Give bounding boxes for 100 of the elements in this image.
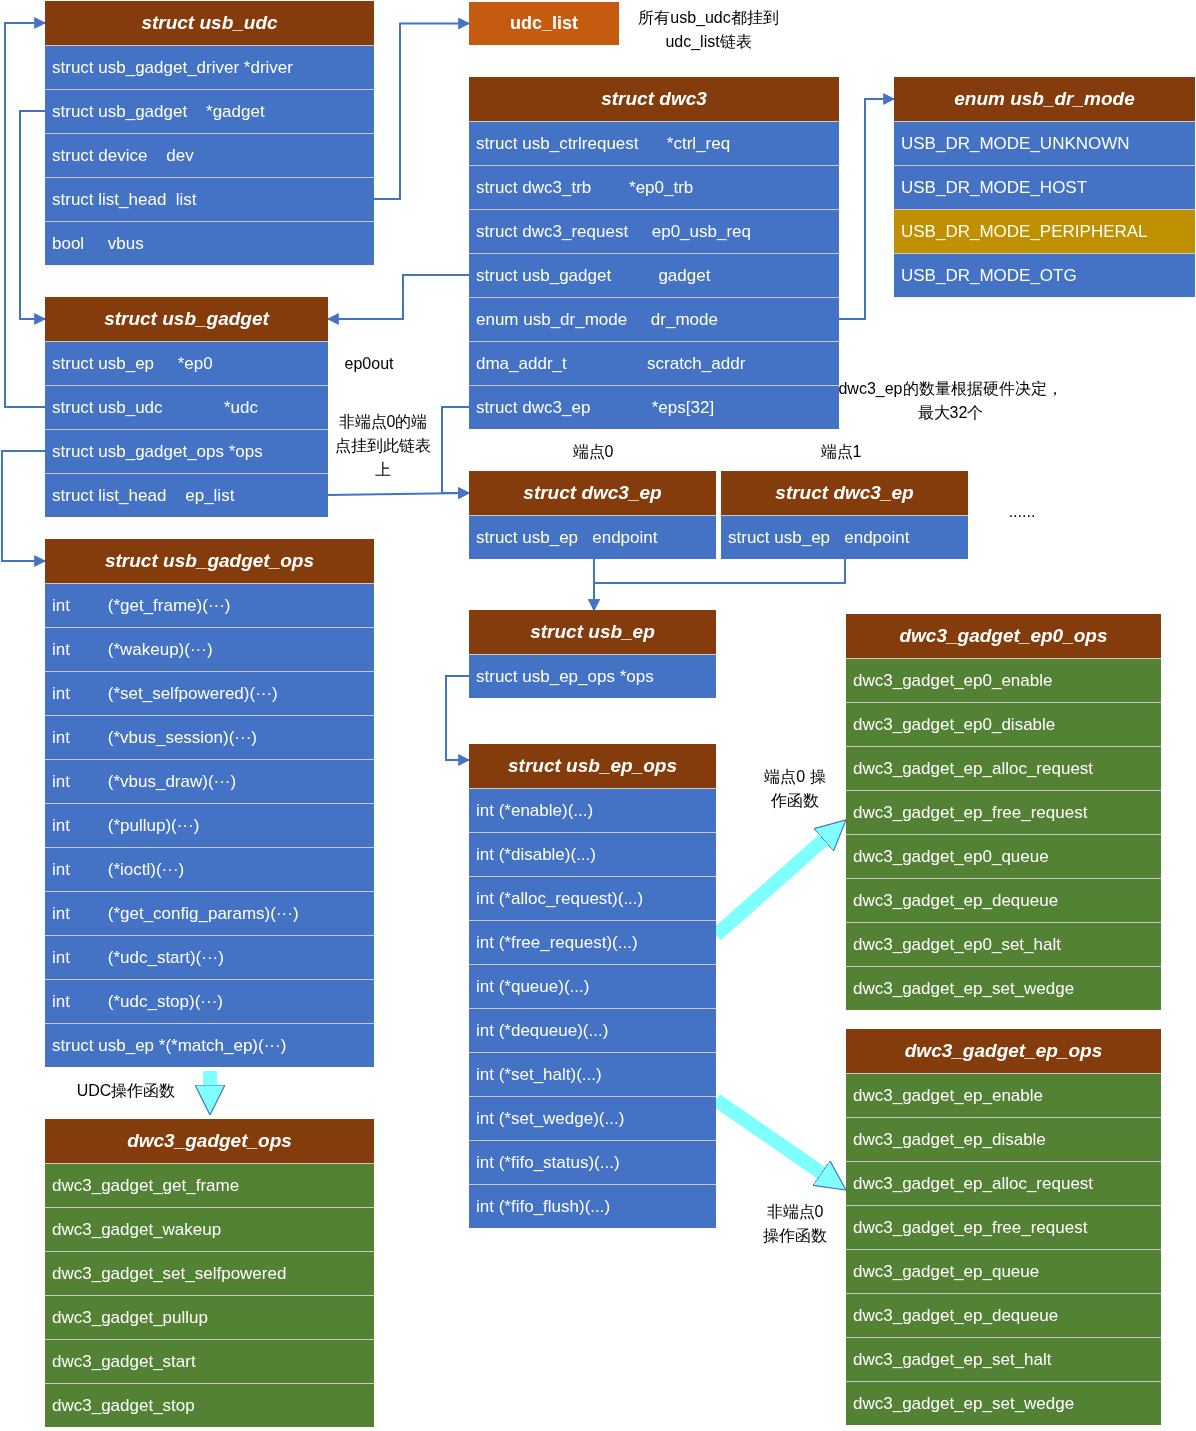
struct-field: int (*vbus_draw)(···) — [45, 759, 374, 803]
table-header: struct dwc3 — [600, 87, 708, 111]
struct-field: struct usb_gadget_driver *driver — [45, 45, 374, 89]
struct-table — [469, 77, 839, 429]
table-header: struct usb_gadget — [103, 307, 271, 331]
struct-field: int (*enable)(...) — [469, 788, 716, 832]
connector-arrow — [19, 110, 47, 325]
struct-field: dwc3_gadget_ep_queue — [846, 1249, 1161, 1293]
struct-field: USB_DR_MODE_OTG — [894, 253, 1195, 297]
struct-field: int (*wakeup)(···) — [45, 627, 374, 671]
struct-field: struct usb_ep_ops *ops — [469, 654, 716, 698]
struct-field: dwc3_gadget_ep0_queue — [846, 834, 1161, 878]
struct-field: int (*get_config_params)(···) — [45, 891, 374, 935]
struct-field: int (*dequeue)(...) — [469, 1008, 716, 1052]
struct-field: dwc3_gadget_ep_dequeue — [846, 1293, 1161, 1337]
struct-field: dwc3_gadget_ep0_disable — [846, 702, 1161, 746]
struct-field: dwc3_gadget_pullup — [45, 1295, 374, 1339]
struct-table — [721, 471, 968, 559]
connector-arrow — [441, 406, 471, 499]
struct-field: int (*set_halt)(...) — [469, 1052, 716, 1096]
struct-field: struct device dev — [45, 133, 374, 177]
struct-field: USB_DR_MODE_PERIPHERAL — [894, 209, 1195, 253]
struct-table — [469, 610, 716, 698]
struct-field: struct dwc3_request ep0_usb_req — [469, 209, 839, 253]
annotation-text: 端点1 — [819, 442, 863, 462]
struct-field: int (*get_frame)(···) — [45, 583, 374, 627]
connector-arrow — [4, 17, 47, 408]
block-arrow — [194, 1071, 226, 1116]
struct-table — [846, 1029, 1161, 1425]
struct-field: struct dwc3_trb *ep0_trb — [469, 165, 839, 209]
struct-field: dwc3_gadget_ep_disable — [846, 1117, 1161, 1161]
struct-field: struct usb_ep *ep0 — [45, 341, 328, 385]
struct-field: enum usb_dr_mode dr_mode — [469, 297, 839, 341]
struct-field: dwc3_gadget_ep0_enable — [846, 658, 1161, 702]
struct-field: struct list_head ep_list — [45, 473, 328, 517]
struct-field: struct usb_ep endpoint — [469, 515, 716, 559]
table-header: struct usb_udc — [140, 11, 279, 35]
struct-field: int (*fifo_flush)(...) — [469, 1184, 716, 1228]
table-header: dwc3_gadget_ep_ops — [903, 1039, 1104, 1063]
struct-field: dwc3_gadget_stop — [45, 1383, 374, 1427]
struct-field: int (*free_request)(...) — [469, 920, 716, 964]
struct-table — [45, 1, 374, 265]
annotation-text: ...... — [1007, 502, 1037, 522]
table-header: struct usb_ep — [529, 620, 656, 644]
struct-field: struct dwc3_ep *eps[32] — [469, 385, 839, 429]
struct-field: int (*vbus_session)(···) — [45, 715, 374, 759]
struct-table — [894, 77, 1195, 297]
struct-field: int (*fifo_status)(...) — [469, 1140, 716, 1184]
struct-field: dwc3_gadget_get_frame — [45, 1163, 374, 1207]
struct-field: struct usb_ep endpoint — [721, 515, 968, 559]
struct-field: struct usb_ep *(*match_ep)(···) — [45, 1023, 374, 1067]
struct-field: int (*set_selfpowered)(···) — [45, 671, 374, 715]
annotation-text: 所有usb_udc都挂到udc_list链表 — [637, 8, 780, 52]
table-header: struct usb_ep_ops — [507, 754, 678, 778]
struct-field: struct usb_gadget_ops *ops — [45, 429, 328, 473]
struct-field: dwc3_gadget_ep_free_request — [846, 1205, 1161, 1249]
struct-table — [45, 297, 328, 517]
struct-field: struct usb_ctrlrequest *ctrl_req — [469, 121, 839, 165]
annotation-text: dwc3_ep的数量根据硬件决定，最大32个 — [838, 379, 1063, 423]
struct-field: struct usb_gadget *gadget — [45, 89, 374, 133]
struct-field: dwc3_gadget_ep_alloc_request — [846, 746, 1161, 790]
annotation-text: 端点0 — [571, 442, 615, 462]
connector-arrow — [373, 17, 471, 200]
list-head-box: udc_list — [469, 2, 619, 45]
struct-field: dwc3_gadget_ep_dequeue — [846, 878, 1161, 922]
connector-arrow — [1, 450, 47, 567]
connector-arrow — [838, 93, 896, 320]
struct-field: USB_DR_MODE_HOST — [894, 165, 1195, 209]
struct-table — [469, 471, 716, 559]
struct-field: dwc3_gadget_set_selfpowered — [45, 1251, 374, 1295]
connector-arrow — [445, 675, 471, 766]
struct-field: int (*set_wedge)(...) — [469, 1096, 716, 1140]
struct-field: dwc3_gadget_wakeup — [45, 1207, 374, 1251]
struct-field: dwc3_gadget_ep_enable — [846, 1073, 1161, 1117]
struct-field: dwc3_gadget_ep_set_wedge — [846, 1381, 1161, 1425]
struct-field: dma_addr_t scratch_addr — [469, 341, 839, 385]
table-header: dwc3_gadget_ops — [126, 1129, 293, 1153]
struct-field: int (*udc_stop)(···) — [45, 979, 374, 1023]
struct-table — [45, 539, 374, 1067]
struct-field: struct usb_udc *udc — [45, 385, 328, 429]
struct-field: int (*disable)(...) — [469, 832, 716, 876]
struct-field: dwc3_gadget_start — [45, 1339, 374, 1383]
struct-table — [45, 1119, 374, 1427]
connector-arrow — [588, 558, 846, 612]
struct-field: dwc3_gadget_ep_set_halt — [846, 1337, 1161, 1381]
struct-field: int (*queue)(...) — [469, 964, 716, 1008]
struct-field: dwc3_gadget_ep0_set_halt — [846, 922, 1161, 966]
struct-table — [469, 744, 716, 1228]
table-header: struct dwc3_ep — [522, 481, 663, 505]
struct-field: dwc3_gadget_ep_set_wedge — [846, 966, 1161, 1010]
table-header: enum usb_dr_mode — [953, 87, 1136, 111]
struct-field: int (*udc_start)(···) — [45, 935, 374, 979]
struct-field: int (*pullup)(···) — [45, 803, 374, 847]
table-header: struct usb_gadget_ops — [103, 549, 315, 573]
annotation-text: ep0out — [343, 354, 395, 374]
struct-field: struct usb_gadget gadget — [469, 253, 839, 297]
struct-table — [846, 614, 1161, 1010]
struct-field: dwc3_gadget_ep_free_request — [846, 790, 1161, 834]
struct-field: USB_DR_MODE_UNKNOWN — [894, 121, 1195, 165]
struct-field: int (*alloc_request)(...) — [469, 876, 716, 920]
